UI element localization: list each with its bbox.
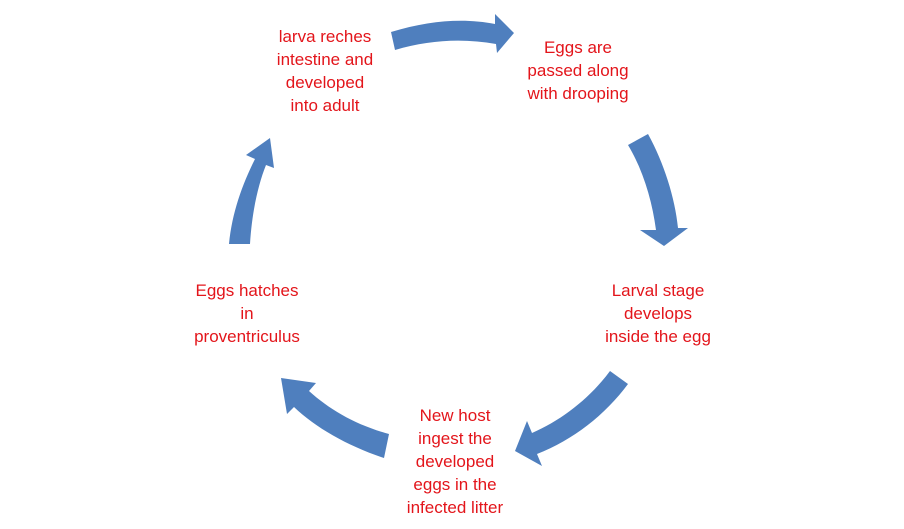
stage-adult-label: larva reches intestine and developed int…: [276, 27, 374, 115]
stage-new-host-label: New host ingest the developed eggs in th…: [406, 406, 504, 517]
arrow-eggs-to-larval: [628, 134, 688, 246]
arrow-host-to-hatch: [281, 378, 389, 458]
arrow-hatch-to-adult: [229, 138, 274, 244]
stage-eggs-passed-label: Eggs are passed along with drooping: [527, 38, 629, 103]
arrow-larval-to-host: [515, 371, 628, 466]
arrow-adult-to-eggs: [391, 14, 514, 53]
stage-larval-label: Larval stage develops inside the egg: [605, 281, 711, 346]
stage-hatch-label: Eggs hatches in proventriculus: [194, 281, 300, 346]
